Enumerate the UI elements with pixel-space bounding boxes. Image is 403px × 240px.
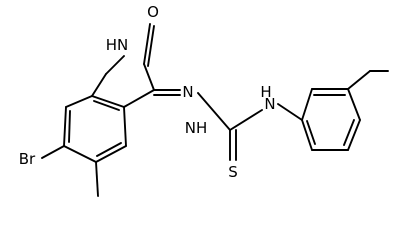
hydrazone-n-label: N [182,83,193,101]
atom-labels: Br HN O N NH H N S [19,3,276,181]
tolyl-methyl-bond [347,70,371,90]
bromo-bond [41,145,65,159]
lactam-ring [91,55,155,108]
methyl-bond [95,161,99,197]
indoline-benzene-ring [63,95,127,163]
ring-substituents [41,145,99,197]
tolyl-ring [301,70,389,151]
lactam-nh-label: HN [106,36,129,54]
carbonyl-oxygen-label: O [147,3,159,21]
chemical-structure-diagram: Br HN O N NH H N S [19,3,389,197]
carbonyl-bond [143,23,155,67]
thioamide-n-label: N [264,95,275,113]
hydrazine-nh-label: NH [185,119,208,137]
sulfur-label: S [228,163,238,181]
hydrazone-linkage [153,89,231,131]
thioamide-h-label: H [260,83,271,101]
thiourea-group [229,103,303,161]
bromine-label: Br [19,150,36,168]
